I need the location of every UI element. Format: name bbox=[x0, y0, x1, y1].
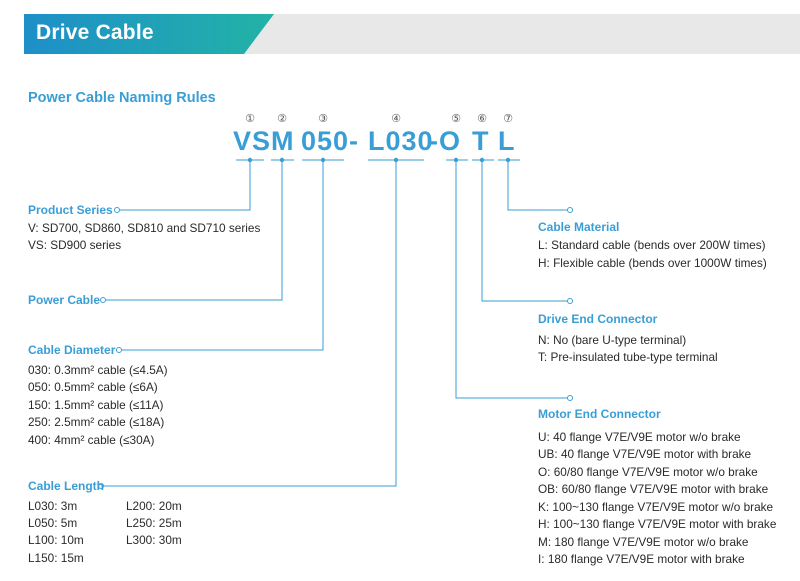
cable-length-item: L100: 10m bbox=[28, 533, 84, 547]
cable-diameter-line-1: 030: 0.3mm² cable (≤4.5A) bbox=[28, 363, 168, 377]
motor-end-connector-label: Motor End Connector bbox=[538, 407, 661, 421]
page-title: Drive Cable bbox=[36, 21, 154, 44]
code-number-1: ① bbox=[245, 113, 255, 125]
cable-diameter-line-3: 150: 1.5mm² cable (≤11A) bbox=[28, 398, 164, 412]
power-cable-label: Power Cable bbox=[28, 293, 101, 307]
code-number-7: ⑦ bbox=[503, 113, 513, 125]
code-segment-4: L030 bbox=[368, 126, 434, 156]
drive-end-connector-label: Drive End Connector bbox=[538, 312, 658, 326]
product-series-label: Product Series bbox=[28, 203, 113, 217]
product-series-line-2: VS: SD900 series bbox=[28, 238, 122, 252]
drive-end-line-1: N: No (bare U-type terminal) bbox=[538, 333, 687, 347]
cable-length-item: L050: 5m bbox=[28, 516, 78, 530]
code-segment-5: -O bbox=[429, 126, 461, 156]
motor-end-line: O: 60/80 flange V7E/V9E motor w/o brake bbox=[538, 465, 758, 479]
code-segment-2: M bbox=[271, 126, 295, 156]
code-number-6: ⑥ bbox=[477, 113, 487, 125]
motor-end-line: H: 100~130 flange V7E/V9E motor with bra… bbox=[538, 517, 777, 531]
cable-diameter-line-2: 050: 0.5mm² cable (≤6A) bbox=[28, 380, 158, 394]
code-number-2: ② bbox=[277, 113, 287, 125]
cable-diameter-line-5: 400: 4mm² cable (≤30A) bbox=[28, 433, 155, 447]
motor-end-line: M: 180 flange V7E/V9E motor w/o brake bbox=[538, 535, 749, 549]
cable-length-item: L030: 3m bbox=[28, 499, 78, 513]
cable-length-item: L200: 20m bbox=[126, 499, 182, 513]
motor-end-line: UB: 40 flange V7E/V9E motor with brake bbox=[538, 447, 752, 461]
cable-diameter-label: Cable Diameter bbox=[28, 343, 116, 357]
motor-end-line: K: 100~130 flange V7E/V9E motor w/o brak… bbox=[538, 500, 774, 514]
motor-end-line: I: 180 flange V7E/V9E motor with brake bbox=[538, 552, 745, 566]
product-series-line-1: V: SD700, SD860, SD810 and SD710 series bbox=[28, 221, 261, 235]
code-segment-6: T bbox=[472, 126, 490, 156]
cable-length-item: L250: 25m bbox=[126, 516, 182, 530]
code-number-3: ③ bbox=[318, 113, 328, 125]
section-title: Power Cable Naming Rules bbox=[28, 90, 216, 106]
code-segment-3: 050- bbox=[301, 126, 360, 156]
cable-material-line-1: L: Standard cable (bends over 200W times… bbox=[538, 238, 766, 252]
code-number-4: ④ bbox=[391, 113, 401, 125]
header-banner bbox=[24, 14, 800, 54]
cable-length-item: L150: 15m bbox=[28, 551, 84, 565]
code-number-5: ⑤ bbox=[451, 113, 461, 125]
code-segment-7: L bbox=[498, 126, 516, 156]
cable-material-label: Cable Material bbox=[538, 220, 620, 234]
motor-end-line: OB: 60/80 flange V7E/V9E motor with brak… bbox=[538, 482, 769, 496]
cable-diameter-line-4: 250: 2.5mm² cable (≤18A) bbox=[28, 415, 165, 429]
cable-length-label: Cable Length bbox=[28, 479, 105, 493]
code-segment-1: VS bbox=[233, 126, 272, 156]
motor-end-line: U: 40 flange V7E/V9E motor w/o brake bbox=[538, 430, 741, 444]
drive-end-line-2: T: Pre-insulated tube-type terminal bbox=[538, 350, 718, 364]
cable-length-item: L300: 30m bbox=[126, 533, 182, 547]
cable-material-line-2: H: Flexible cable (bends over 1000W time… bbox=[538, 256, 767, 270]
